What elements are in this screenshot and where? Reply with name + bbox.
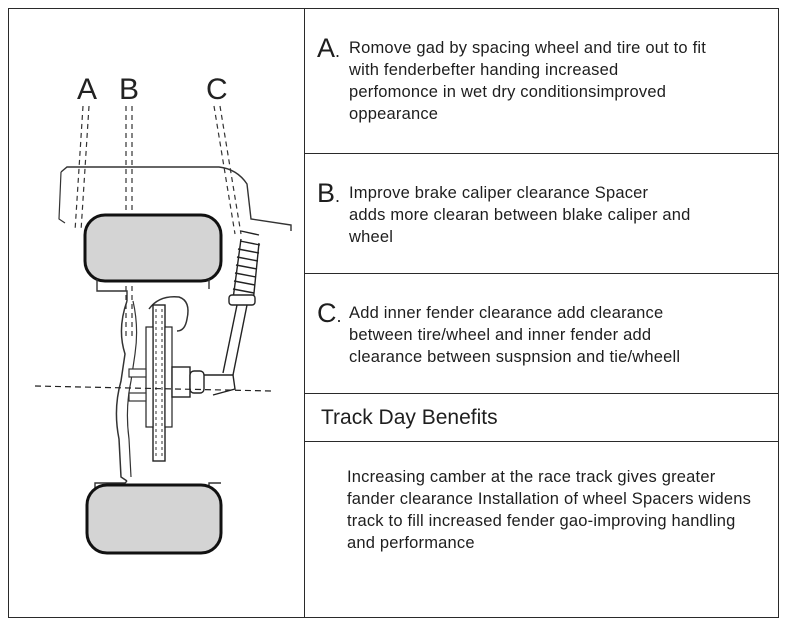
benefits-panel: A. Romove gad by spacing wheel and tire … <box>304 9 778 617</box>
benefit-text-c: Add inner fender clearance add clearance… <box>349 304 681 366</box>
benefit-letter-c: C. <box>317 298 342 328</box>
track-day-title: Track Day Benefits <box>321 406 498 429</box>
upper-tire <box>83 213 223 301</box>
suspension-diagram-panel: A B C <box>9 9 304 617</box>
steering-knuckle <box>115 300 128 482</box>
fender-outline <box>60 166 292 231</box>
benefit-text-a: Romove gad by spacing wheel and tire out… <box>349 39 707 123</box>
benefit-row-a: A. Romove gad by spacing wheel and tire … <box>305 9 778 154</box>
infographic-frame: A B C <box>8 8 779 618</box>
coilover-spring <box>204 230 261 396</box>
benefit-text-b: Improve brake caliper clearance Spacer a… <box>349 184 691 246</box>
guide-lines-a <box>74 105 90 232</box>
guide-lines-c <box>213 105 242 235</box>
track-day-body: Increasing camber at the race track give… <box>305 442 778 617</box>
brake-disc <box>145 304 173 462</box>
track-day-header: Track Day Benefits <box>305 394 778 442</box>
diagram-label-c: C <box>206 73 228 106</box>
upper-control-arm <box>148 296 189 332</box>
lower-tire <box>85 480 223 555</box>
track-day-text: Increasing camber at the race track give… <box>347 468 752 552</box>
benefit-row-b: B. Improve brake caliper clearance Space… <box>305 154 778 274</box>
guide-lines-b <box>125 106 133 339</box>
benefit-row-c: C. Add inner fender clearance add cleara… <box>305 274 778 394</box>
benefit-letter-a: A. <box>317 33 341 63</box>
diagram-label-b: B <box>119 73 139 106</box>
benefit-letter-b: B. <box>317 178 341 208</box>
wheel-suspension-diagram: A B C <box>34 73 292 555</box>
diagram-label-a: A <box>77 73 97 106</box>
